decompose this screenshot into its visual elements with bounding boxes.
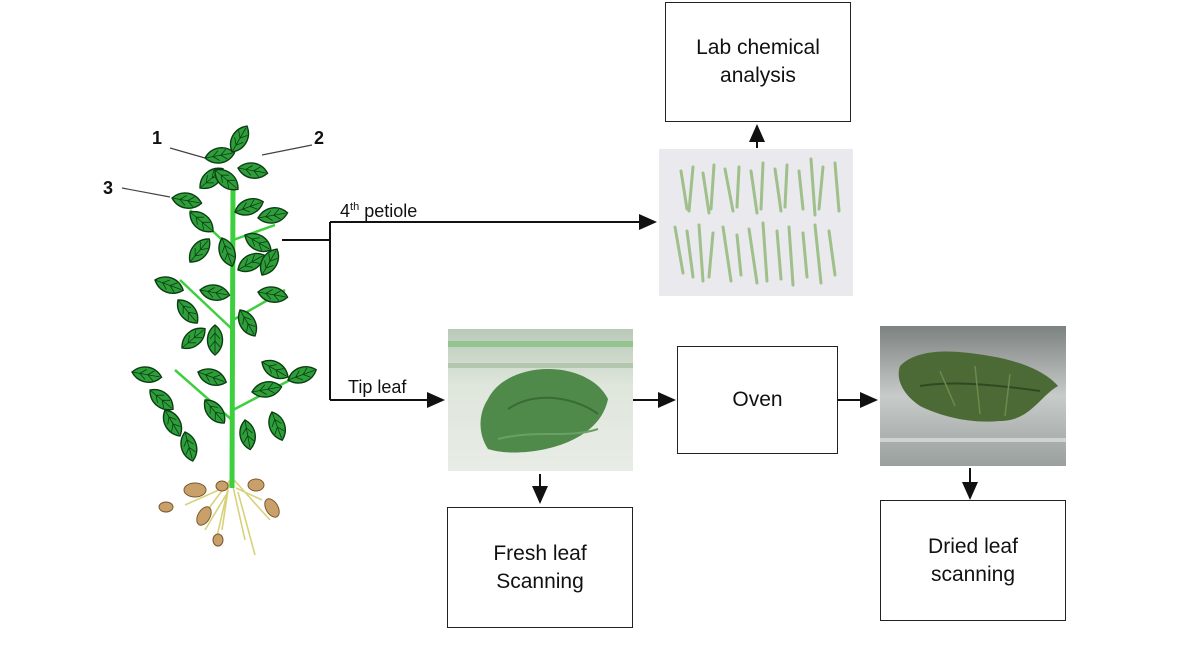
petiole-label-superscript: th — [350, 201, 360, 213]
roots — [184, 479, 271, 556]
stem — [229, 189, 236, 489]
callout-3: 3 — [103, 178, 114, 198]
callout-2: 2 — [314, 128, 325, 148]
dried-leaf-photo — [880, 326, 1066, 466]
fresh-leaf-scanning-box: Fresh leaf Scanning — [447, 507, 633, 628]
fresh-leaf-photo — [448, 329, 633, 471]
petioles-drawing — [673, 157, 841, 287]
leaf-cluster — [129, 121, 320, 464]
tubers — [158, 478, 280, 547]
fresh-leaf-drawing — [448, 341, 633, 453]
petioles-photo — [659, 149, 853, 296]
callout-1: 1 — [152, 128, 163, 148]
oven-box: Oven — [677, 346, 838, 454]
callout-lines — [121, 144, 313, 198]
tip-leaf-label: Tip leaf — [348, 377, 407, 397]
petiole-label-base: 4 — [340, 201, 351, 221]
petiole-label: 4th petiole — [340, 201, 417, 222]
lab-chemical-analysis-box: Lab chemical analysis — [665, 2, 851, 122]
dried-leaf-scanning-box: Dried leaf scanning — [880, 500, 1066, 621]
dried-leaf-drawing — [880, 351, 1066, 442]
petiole-label-text: petiole — [364, 201, 418, 221]
